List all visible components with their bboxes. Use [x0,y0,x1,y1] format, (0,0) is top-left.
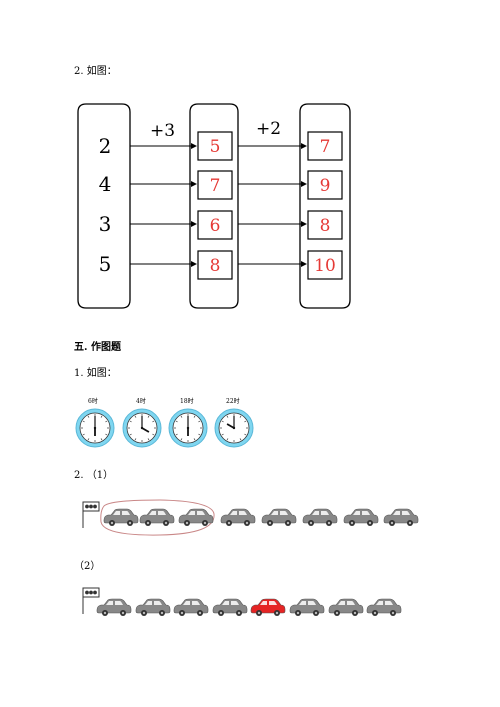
heading-question-2-part-1: 2. （1） [74,470,114,481]
car-icon [328,598,364,616]
clock-icon [168,408,208,448]
output-box-2 [307,170,343,200]
heading-question-2: 2. 如图： [74,66,117,77]
input-column [77,103,131,309]
middle-value-4: 8 [210,256,221,276]
clock-icon [75,408,115,448]
car-icon [212,598,248,616]
middle-value-1: 5 [210,137,221,157]
output-value-1: 7 [320,137,331,157]
car-icon [220,508,256,526]
op-plus-3: +3 [150,121,175,141]
car-icon [250,598,286,616]
traffic-sign-icon [82,501,100,528]
middle-box-1 [197,131,233,161]
output-value-3: 8 [320,216,331,236]
section-title: 五. 作图题 [74,342,121,353]
output-value-2: 9 [320,176,331,196]
circled-group [100,499,215,536]
output-value-4: 10 [314,256,336,276]
car-icon [261,508,297,526]
clock-label-4: 22时 [226,398,240,405]
traffic-sign-icon [82,587,100,614]
input-3: 3 [99,212,112,236]
car-icon [302,508,338,526]
clock-label-3: 18时 [180,398,194,405]
car-icon [343,508,379,526]
heading-question-1: 1. 如图： [74,368,117,379]
input-2: 4 [99,172,112,196]
car-icon [366,598,402,616]
cars-row-1 [103,508,419,526]
car-icon [178,508,214,526]
output-box-1 [307,131,343,161]
car-icon [383,508,419,526]
clock-label-1: 6时 [88,398,98,405]
output-box-4 [307,250,343,280]
car-icon [103,508,139,526]
cars-row-2 [96,598,402,616]
car-icon [289,598,325,616]
car-icon [135,598,171,616]
clocks-row [75,408,254,448]
middle-column [189,103,239,309]
middle-box-2 [197,170,233,200]
middle-value-3: 6 [210,216,221,236]
op-plus-2: +2 [256,119,281,139]
clock-icon [122,408,162,448]
clock-icon [214,408,254,448]
car-icon [173,598,209,616]
car-icon [96,598,132,616]
input-4: 5 [99,252,112,276]
middle-box-3 [197,210,233,240]
car-icon [139,508,175,526]
middle-box-4 [197,250,233,280]
output-column [299,103,351,309]
output-box-3 [307,210,343,240]
clock-label-2: 4时 [136,398,146,405]
input-1: 2 [99,134,112,158]
middle-value-2: 7 [210,176,221,196]
heading-part-2: （2） [74,561,101,572]
